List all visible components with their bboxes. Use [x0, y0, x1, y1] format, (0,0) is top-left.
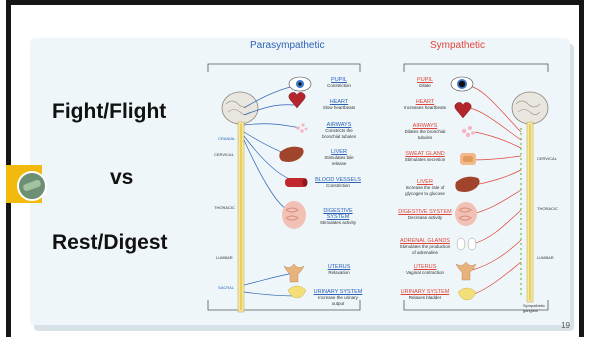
- parasympathetic-header: Parasympathetic: [250, 40, 324, 51]
- rest-digest-title: Rest/Digest: [52, 231, 168, 255]
- right-adrenal-icon: [457, 238, 476, 250]
- sympathetic-bracket: [404, 64, 548, 72]
- slide-number: 19: [561, 321, 570, 330]
- left-spinal-cord: [238, 122, 244, 312]
- parasympathetic-bracket: [208, 64, 360, 72]
- left-segment-sacral: SACRAL: [218, 285, 234, 290]
- left-heart-icon: [289, 92, 306, 108]
- right-segment-lumbar: LUMBAR: [537, 255, 554, 260]
- right-eye-icon: [451, 77, 473, 91]
- logo-badge-icon: [17, 171, 47, 201]
- right-sweat-gland-icon: [460, 153, 476, 165]
- fight-flight-title: Fight/Flight: [52, 100, 166, 124]
- left-liver-icon: [279, 147, 303, 162]
- right-segment-cervical: CERVICAL: [537, 156, 557, 161]
- right-airways-icon: [462, 126, 475, 137]
- left-brain-icon: [222, 92, 258, 124]
- right-segment-thoracic: THORACIC: [537, 206, 558, 211]
- left-blood-vessel-icon: [285, 178, 308, 187]
- left-eye-icon: [289, 77, 311, 91]
- sympathetic-header: Sympathetic: [430, 40, 485, 51]
- left-segment-lumbar: LUMBAR: [216, 255, 233, 260]
- right-urinary-icon: [458, 288, 476, 300]
- vs-label: vs: [110, 166, 133, 190]
- right-digestive-icon: [455, 202, 477, 226]
- right-spinal-cord: [521, 122, 533, 302]
- right-uterus-icon: [456, 262, 476, 280]
- sympathetic-ganglion-label: Sympathetic ganglion: [523, 303, 549, 313]
- left-segment-cranial: CRANIAL: [218, 136, 235, 141]
- right-liver-icon: [455, 177, 479, 192]
- left-uterus-icon: [284, 264, 304, 282]
- left-airways-icon: [296, 123, 307, 132]
- left-segment-thoracic: THORACIC: [214, 205, 235, 210]
- right-brain-icon: [512, 92, 548, 124]
- left-digestive-icon: [282, 201, 306, 229]
- left-segment-cervical: CERVICAL: [214, 152, 234, 157]
- sympathetic-nerves: [470, 86, 521, 295]
- right-heart-icon: [455, 102, 472, 118]
